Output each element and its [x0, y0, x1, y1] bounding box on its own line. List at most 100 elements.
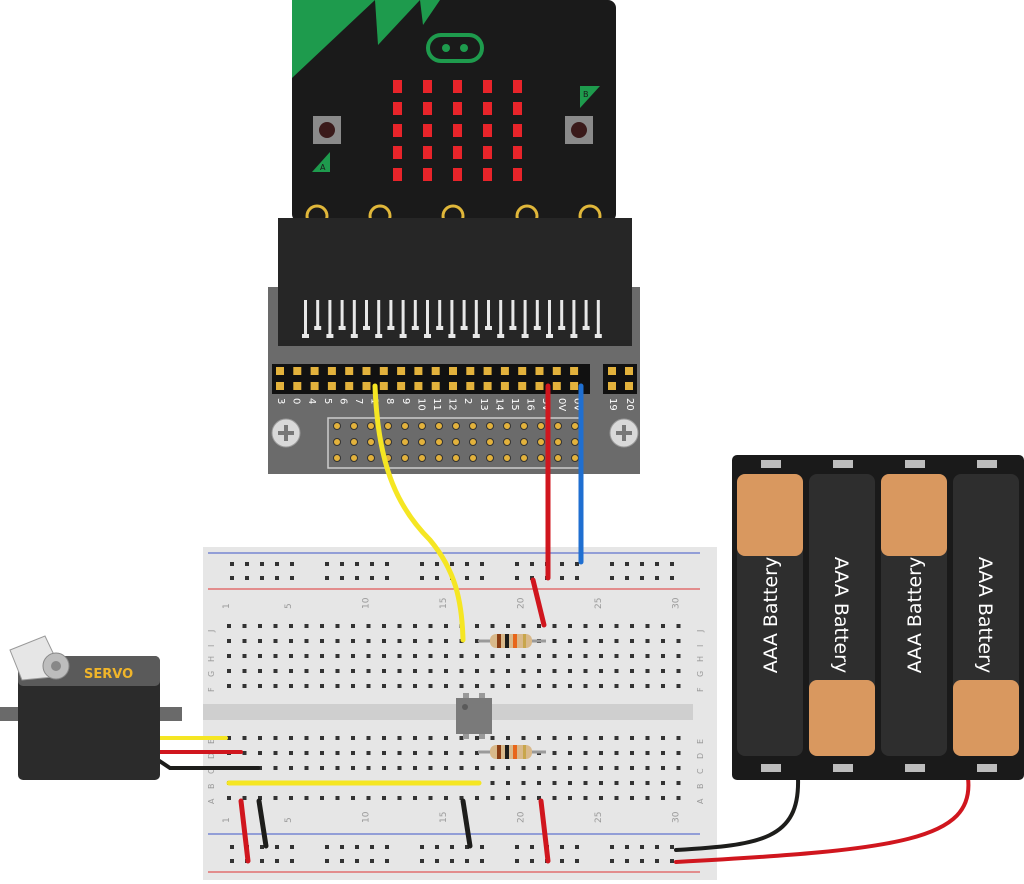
- terminal-hole: [568, 684, 572, 688]
- connector-finger: [316, 300, 320, 328]
- rail-hole: [465, 845, 469, 849]
- terminal-hole: [583, 796, 588, 800]
- terminal-hole: [645, 736, 650, 740]
- battery-contact: [905, 460, 925, 468]
- rail-hole: [560, 562, 564, 566]
- led: [423, 124, 432, 137]
- row-label: C: [696, 768, 705, 774]
- terminal-hole: [583, 654, 588, 658]
- row-label: J: [696, 630, 705, 633]
- header-pin: [500, 367, 509, 375]
- proto-pad: [350, 454, 358, 462]
- connector-finger: [389, 300, 393, 328]
- row-label: I: [696, 645, 705, 647]
- terminal-hole: [552, 796, 557, 800]
- column-number: 10: [362, 811, 372, 823]
- terminal-hole: [397, 684, 402, 688]
- connector-finger: [340, 300, 344, 328]
- header-pin: [570, 367, 579, 375]
- rail-hole: [325, 562, 329, 566]
- led: [393, 168, 402, 181]
- terminal-hole: [227, 736, 231, 740]
- header-pin: [449, 367, 457, 375]
- column-number: 20: [517, 597, 527, 609]
- terminal-hole: [490, 624, 495, 628]
- terminal-hole: [521, 736, 526, 740]
- terminal-hole: [661, 766, 665, 770]
- terminal-hole: [630, 781, 634, 785]
- row-label: F: [207, 687, 216, 692]
- terminal-hole: [227, 796, 231, 800]
- rail-hole: [575, 859, 579, 863]
- battery-contact: [833, 460, 853, 468]
- terminal-hole: [428, 669, 433, 673]
- header-pin: [397, 367, 406, 375]
- rail-hole: [420, 562, 424, 566]
- rail-hole: [610, 562, 614, 566]
- terminal-hole: [521, 781, 526, 785]
- terminal-hole: [676, 796, 681, 800]
- terminal-hole: [227, 684, 231, 688]
- column-number: 25: [594, 812, 604, 823]
- terminal-hole: [273, 639, 278, 643]
- terminal-hole: [351, 796, 355, 800]
- terminal-hole: [304, 669, 309, 673]
- connector-finger: [426, 300, 429, 336]
- connector-finger: [487, 300, 490, 328]
- header-pin-label: 14: [493, 398, 504, 411]
- connector-finger: [523, 300, 527, 336]
- terminal-hole: [459, 796, 464, 800]
- header-pin: [397, 382, 406, 390]
- column-number: 30: [672, 811, 682, 823]
- edge-connector-slot: [278, 218, 632, 300]
- breadboard-center-channel: [203, 704, 693, 720]
- terminal-hole: [428, 796, 433, 800]
- rail-hole: [465, 859, 469, 863]
- header-pin-label: 15: [509, 398, 520, 411]
- terminal-hole: [382, 654, 386, 658]
- terminal-hole: [444, 796, 448, 800]
- terminal-hole: [397, 669, 402, 673]
- rail-hole: [515, 576, 519, 580]
- row-label: D: [696, 753, 705, 759]
- rail-hole: [625, 576, 629, 580]
- terminal-hole: [366, 684, 371, 688]
- header-pin: [449, 382, 457, 390]
- terminal-hole: [289, 736, 293, 740]
- connector-finger: [584, 300, 588, 328]
- terminal-hole: [599, 669, 603, 673]
- column-number: 30: [672, 597, 682, 609]
- microbit-board: A B: [292, 0, 616, 228]
- led: [513, 102, 522, 115]
- terminal-hole: [645, 654, 650, 658]
- connector-finger-pad: [509, 326, 517, 330]
- terminal-hole: [676, 654, 681, 658]
- header-pin: [552, 367, 561, 375]
- terminal-hole: [475, 766, 479, 770]
- terminal-hole: [289, 624, 293, 628]
- header-pin-label: 9: [400, 398, 411, 404]
- rail-hole: [435, 859, 439, 863]
- button-b[interactable]: B: [565, 86, 600, 144]
- rail-hole: [450, 845, 454, 849]
- rail-hole: [275, 562, 279, 566]
- proto-pad: [554, 438, 562, 446]
- header-pin-label: 6: [337, 398, 348, 404]
- terminal-hole: [242, 639, 247, 643]
- terminal-hole: [320, 751, 324, 755]
- button-a[interactable]: A: [312, 116, 341, 172]
- led-matrix: [393, 80, 522, 181]
- connector-finger-pad: [338, 326, 346, 330]
- terminal-hole: [490, 654, 495, 658]
- terminal-hole: [289, 766, 293, 770]
- connector-finger-pad: [424, 334, 431, 338]
- rail-hole: [575, 576, 579, 580]
- battery-label: AAA Battery: [974, 557, 996, 673]
- header-pin: [310, 367, 319, 375]
- header-pin: [625, 382, 633, 390]
- terminal-hole: [351, 639, 355, 643]
- connector-finger-pad: [448, 334, 456, 338]
- rail-hole: [610, 845, 614, 849]
- wire-black-left: [256, 798, 269, 849]
